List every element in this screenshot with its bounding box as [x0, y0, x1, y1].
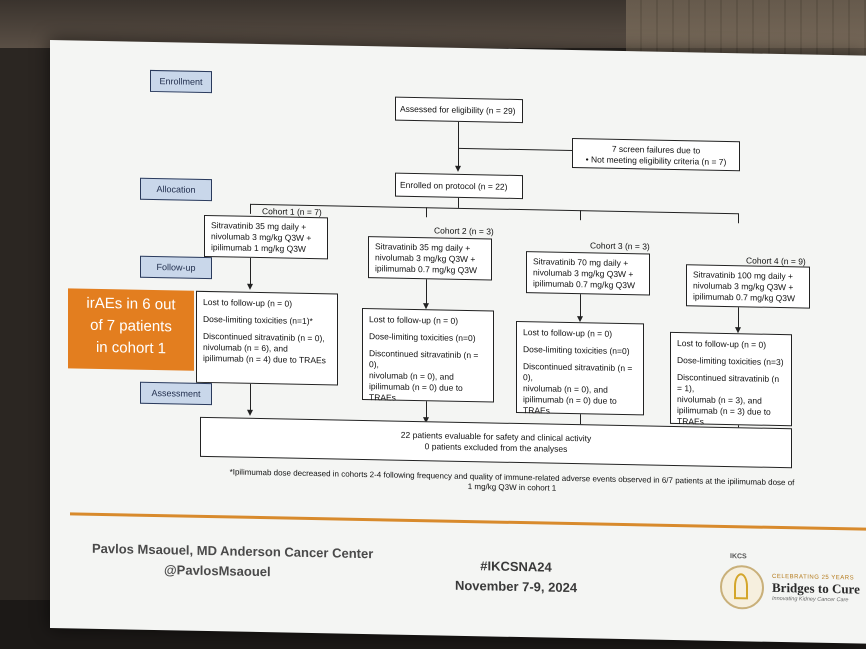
lost-to-follow-up: Lost to follow-up (n = 0) [677, 338, 767, 350]
callout-line: of 7 patients [90, 316, 172, 336]
cohort-1-treatment-box: Sitravatinib 35 mg daily + nivolumab 3 m… [204, 214, 328, 260]
bridges-to-cure-logo: CELEBRATING 25 YEARS Bridges to Cure Inn… [772, 574, 860, 604]
footnote: *Ipilimumab dose decreased in cohorts 2-… [202, 467, 822, 499]
discontinued-line: Discontinued sitravatinib (n = 0), [523, 361, 633, 383]
cohort-3-follow-up-box: Lost to follow-up (n = 0) Dose-limiting … [516, 320, 644, 416]
discontinued-line: Discontinued sitravatinib (n = 1), [677, 372, 780, 394]
cohort-2-treatment-box: Sitravatinib 35 mg daily + nivolumab 3 m… [368, 236, 492, 281]
connector-line [458, 197, 459, 208]
presenter-name: Pavlos Msaouel, MD Anderson Cancer Cente… [92, 540, 374, 562]
logo-seal-text: IKCS [730, 553, 747, 561]
arrow-head [455, 165, 461, 172]
section-allocation: Allocation [140, 177, 212, 202]
lost-to-follow-up: Lost to follow-up (n = 0) [203, 296, 293, 309]
connector-line [426, 207, 427, 218]
discontinued-line: Discontinued sitravatinib (n = 0), [369, 348, 479, 370]
cohort-2-label: Cohort 2 (n = 3) [434, 225, 494, 237]
treatment-line: ipilimumab 1 mg/kg Q3W [211, 242, 306, 254]
connector-line [738, 213, 739, 224]
connector-line [458, 147, 572, 152]
dose-limiting-toxicities: Dose-limiting toxicities (n=1)* [203, 313, 313, 327]
section-enrollment: Enrollment [150, 69, 212, 94]
conference-block: #IKCSNA24 November 7-9, 2024 [446, 556, 586, 599]
screen-failures-line2: • Not meeting eligibility criteria (n = … [585, 154, 727, 167]
cohort-4-treatment-box: Sitravatinib 100 mg daily + nivolumab 3 … [686, 264, 810, 309]
cohort-3-label: Cohort 3 (n = 3) [590, 240, 650, 252]
ribbon-icon [734, 573, 748, 600]
cohort-3-treatment-box: Sitravatinib 70 mg daily + nivolumab 3 m… [526, 251, 650, 296]
arrow-head [247, 283, 253, 290]
conference-hashtag: #IKCSNA24 [480, 558, 552, 575]
cohort-4-follow-up-box: Lost to follow-up (n = 0) Dose-limiting … [670, 331, 792, 427]
dose-limiting-toxicities: Dose-limiting toxicities (n=3) [677, 355, 784, 368]
connector-line [458, 121, 459, 170]
discontinued-line: ipilimumab (n = 0) due to TRAEs [369, 381, 463, 403]
dose-limiting-toxicities: Dose-limiting toxicities (n=0) [523, 344, 630, 357]
discontinued-line: ipilimumab (n = 4) due to TRAEs [203, 352, 326, 366]
treatment-line: ipilimumab 0.7 mg/kg Q3W [533, 278, 636, 291]
branch-line [250, 203, 738, 215]
presentation-slide: Enrollment Allocation Follow-up Assessme… [50, 40, 866, 644]
treatment-line: ipilimumab 0.7 mg/kg Q3W [375, 263, 478, 276]
logo-name: Bridges to Cure [772, 579, 860, 597]
room-wall-panel [626, 0, 866, 60]
logo-tagline: Innovating Kidney Cancer Care [772, 595, 849, 604]
arrow-head [247, 409, 253, 416]
lost-to-follow-up: Lost to follow-up (n = 0) [523, 327, 613, 339]
cohort-1-follow-up-box: Lost to follow-up (n = 0) Dose-limiting … [196, 290, 338, 386]
cohort-2-follow-up-box: Lost to follow-up (n = 0) Dose-limiting … [362, 307, 494, 403]
lost-to-follow-up: Lost to follow-up (n = 0) [369, 314, 459, 326]
section-assessment: Assessment [140, 381, 212, 406]
dose-limiting-toxicities: Dose-limiting toxicities (n=0) [369, 331, 476, 344]
callout-line: in cohort 1 [95, 338, 167, 358]
assessed-box: Assessed for eligibility (n = 29) [395, 96, 523, 124]
conference-dates: November 7-9, 2024 [454, 577, 578, 596]
enrolled-box: Enrolled on protocol (n = 22) [395, 172, 523, 200]
section-follow-up: Follow-up [140, 255, 212, 280]
screen-failures-box: 7 screen failures due to • Not meeting e… [572, 138, 740, 172]
footer-divider [70, 512, 866, 531]
callout-line: irAEs in 6 out [86, 294, 176, 314]
irae-callout: irAEs in 6 out of 7 patients in cohort 1 [68, 288, 194, 371]
treatment-line: ipilimumab 0.7 mg/kg Q3W [693, 291, 796, 304]
connector-line [580, 210, 581, 221]
presenter-handle: @PavlosMsaouel [164, 562, 271, 580]
presenter-block: Pavlos Msaouel, MD Anderson Cancer Cente… [92, 539, 373, 584]
connector-line [250, 203, 251, 214]
